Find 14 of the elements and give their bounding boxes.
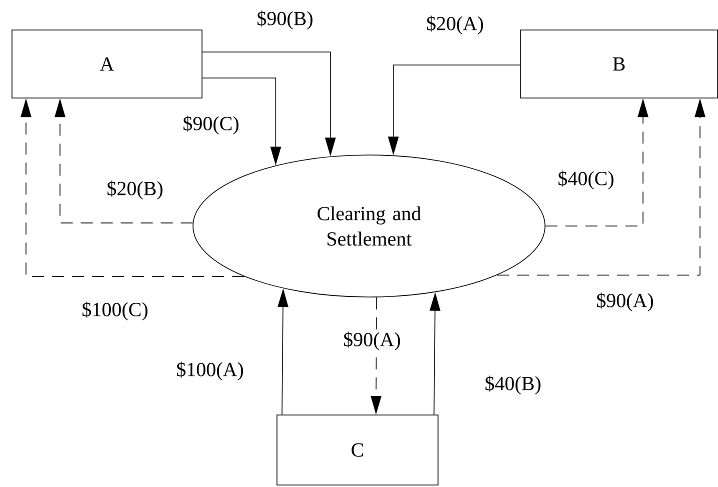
edge-label: $40(B) xyxy=(483,374,543,396)
party-box: C xyxy=(276,414,438,486)
edge-label: $100(C) xyxy=(80,300,150,322)
edge-label: $90(C) xyxy=(181,114,241,136)
party-box: B xyxy=(520,30,718,98)
edge-label: $40(C) xyxy=(556,169,616,191)
edge-label: $90(A) xyxy=(594,291,656,313)
edge-label: $90(B) xyxy=(255,9,315,31)
edge-label: $100(A) xyxy=(174,360,246,382)
edge-label: $90(A) xyxy=(342,330,402,352)
edge-label: $20(A) xyxy=(424,14,486,36)
party-box: A xyxy=(12,30,202,98)
ellipse-node: Clearing and Settlement xyxy=(192,154,546,298)
edge-label: $20(B) xyxy=(105,179,165,201)
